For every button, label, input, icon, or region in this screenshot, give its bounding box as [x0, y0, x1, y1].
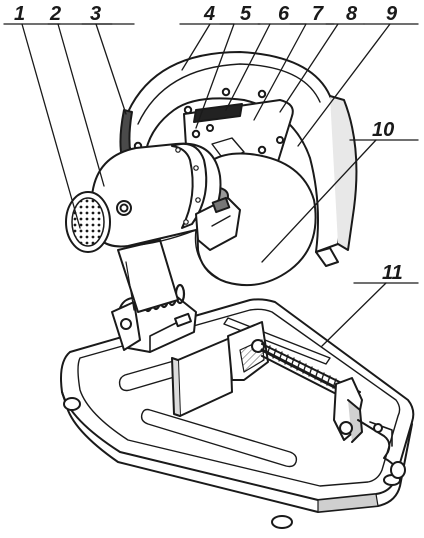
callout-label-6: 6	[278, 3, 290, 25]
callout-label-2: 2	[50, 3, 62, 25]
callout-label-10: 10	[372, 119, 395, 141]
callout-label-7: 7	[312, 3, 324, 25]
callout-label-8: 8	[346, 3, 358, 25]
callout-label-1: 1	[14, 3, 26, 25]
callout-label-4: 4	[204, 3, 216, 25]
callout-label-5: 5	[240, 3, 252, 25]
vise-assembly	[171, 321, 406, 479]
callout-label-9: 9	[386, 3, 398, 25]
callout-label-11: 11	[382, 262, 403, 284]
callout-leaders	[3, 23, 419, 347]
callout-label-3: 3	[90, 3, 102, 25]
motor	[65, 109, 241, 253]
